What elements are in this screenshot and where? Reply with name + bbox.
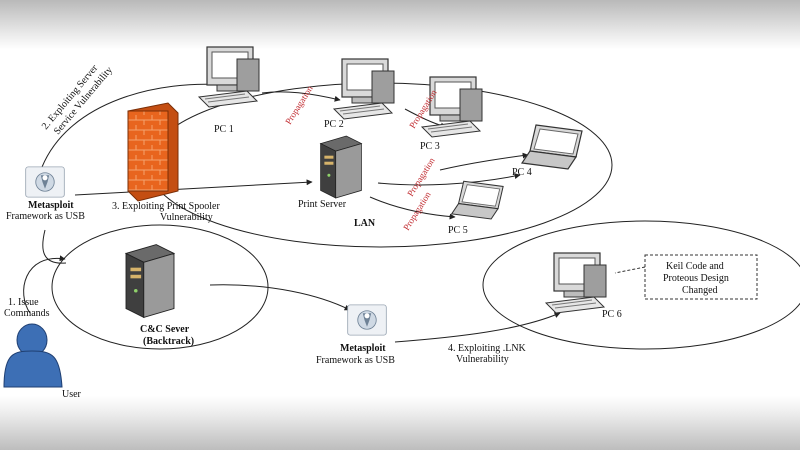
propagation-label-3: Propagation: [405, 155, 437, 198]
pc3-label: PC 3: [420, 141, 440, 152]
attack-diagram: PC 1 PC 2 PC 3 PC 4 PC 5 PC 6 Print Serv…: [3, 46, 800, 400]
step4-label-line2: Vulnerability: [456, 354, 509, 365]
cc-server-icon[interactable]: [125, 244, 175, 318]
pc3-icon[interactable]: [421, 76, 483, 138]
keil-callout-line3: Changed: [682, 285, 718, 296]
cc-server-label-line2: (Backtrack): [143, 336, 194, 347]
metasploit2-label-line2: Framework as USB: [316, 355, 395, 366]
keil-callout-line2: Proteous Design: [663, 273, 729, 284]
lan-label: LAN: [354, 218, 376, 229]
pc4-label: PC 4: [512, 167, 532, 178]
connector-ps-pc5: [369, 196, 456, 220]
pc6-label: PC 6: [602, 309, 622, 320]
metasploit-usb-icon-2[interactable]: [347, 304, 387, 336]
pc2-icon[interactable]: [333, 58, 395, 120]
connector-ps-pc4: [377, 173, 521, 186]
connector-pc3-pc4: [439, 152, 529, 171]
pc1-icon[interactable]: [198, 46, 260, 108]
propagation-label-4: Propagation: [401, 189, 433, 232]
print-server-label: Print Server: [298, 199, 347, 210]
metasploit1-label-line2: Framework as USB: [6, 211, 85, 222]
step4-label-line1: 4. Exploiting .LNK: [448, 343, 527, 354]
pc1-label: PC 1: [214, 124, 234, 135]
print-server-icon[interactable]: [320, 135, 362, 199]
step1-label-line2: Commands: [4, 308, 50, 319]
pc2-label: PC 2: [324, 119, 344, 130]
metasploit1-label-line1: Metasploit: [28, 200, 74, 211]
keil-callout-box: [644, 254, 758, 300]
connector-step4: [394, 312, 561, 343]
connector-cc-usb: [209, 284, 351, 311]
metasploit-usb-icon-1[interactable]: [25, 166, 65, 198]
pc5-laptop-icon[interactable]: [451, 180, 504, 220]
pc6-icon[interactable]: [545, 252, 607, 314]
connector-step3: [74, 179, 313, 196]
connector-pc1-pc2: [261, 91, 341, 102]
firewall-icon: [127, 102, 179, 202]
connector-step2: [41, 81, 226, 168]
connector-usb-back: [42, 229, 67, 264]
keil-callout-leader: [614, 266, 646, 274]
keil-callout-line1: Keil Code and: [666, 261, 724, 272]
connector-step1: [23, 255, 66, 314]
pc4-laptop-icon[interactable]: [521, 124, 583, 170]
cc-server-label-line1: C&C Sever: [140, 324, 190, 335]
user-icon: [3, 323, 63, 388]
pc5-label: PC 5: [448, 225, 468, 236]
metasploit2-label-line1: Metasploit: [340, 343, 386, 354]
user-label: User: [62, 389, 82, 400]
step3-label-line1: 3. Exploiting Print Spooler: [112, 201, 220, 212]
step1-label-line1: 1. Issue: [8, 297, 39, 308]
step3-label-line2: Vulnerability: [160, 212, 213, 223]
pc6-ellipse: [482, 220, 800, 350]
